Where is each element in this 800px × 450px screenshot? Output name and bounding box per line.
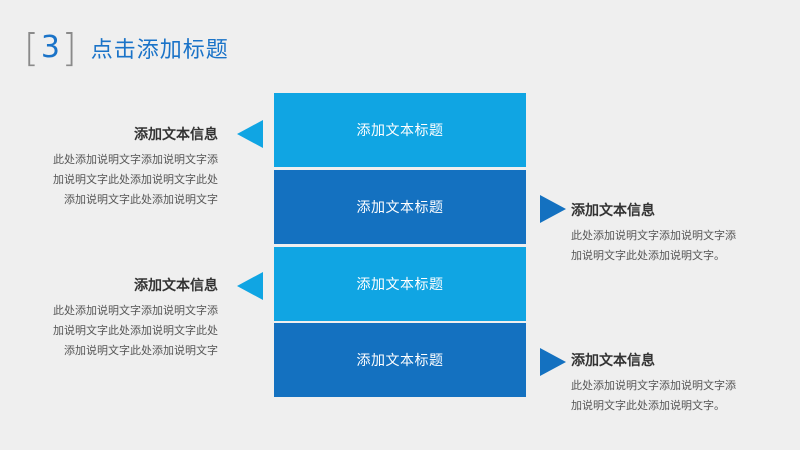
- info-text-line: 此处添加说明文字添加说明文字添: [53, 304, 218, 317]
- title-block-2[interactable]: 添加文本标题: [274, 170, 526, 244]
- left-triangle-icon: [237, 272, 263, 300]
- info-block-4[interactable]: 添加文本信息 此处添加说明文字添加说明文字添 加说明文字此处添加说明文字。: [571, 350, 771, 416]
- info-title: 添加文本信息: [134, 278, 218, 294]
- info-text-line: 此处添加说明文字添加说明文字添: [571, 379, 736, 392]
- right-triangle-icon: [540, 195, 566, 223]
- info-title: 添加文本信息: [134, 127, 218, 143]
- title-block-label: 添加文本标题: [356, 353, 444, 369]
- title-block-1[interactable]: 添加文本标题: [274, 93, 526, 167]
- info-block-1[interactable]: 添加文本信息 此处添加说明文字添加说明文字添 加说明文字此处添加说明文字此处 添…: [18, 124, 218, 210]
- title-block-label: 添加文本标题: [356, 277, 444, 293]
- slide-number: 3: [40, 30, 60, 65]
- title-block-label: 添加文本标题: [356, 123, 444, 139]
- slide-header: [ 3 ] 点击添加标题: [24, 28, 229, 68]
- bracket-open: [: [24, 26, 39, 70]
- info-text-line: 添加说明文字此处添加说明文字: [64, 344, 218, 357]
- info-title: 添加文本信息: [571, 203, 655, 219]
- title-block-4[interactable]: 添加文本标题: [274, 323, 526, 397]
- title-block-label: 添加文本标题: [356, 200, 444, 216]
- info-text-line: 加说明文字此处添加说明文字此处: [53, 324, 218, 337]
- right-triangle-icon: [540, 348, 566, 376]
- info-block-2[interactable]: 添加文本信息 此处添加说明文字添加说明文字添 加说明文字此处添加说明文字。: [571, 200, 771, 266]
- info-text-line: 加说明文字此处添加说明文字。: [571, 249, 725, 262]
- info-text-line: 此处添加说明文字添加说明文字添: [53, 153, 218, 166]
- info-text-line: 添加说明文字此处添加说明文字: [64, 193, 218, 206]
- title-block-3[interactable]: 添加文本标题: [274, 247, 526, 321]
- bracket-close: ]: [61, 26, 77, 70]
- info-block-3[interactable]: 添加文本信息 此处添加说明文字添加说明文字添 加说明文字此处添加说明文字此处 添…: [18, 275, 218, 361]
- info-text-line: 加说明文字此处添加说明文字。: [571, 399, 725, 412]
- left-triangle-icon: [237, 120, 263, 148]
- info-title: 添加文本信息: [571, 353, 655, 369]
- info-text-line: 此处添加说明文字添加说明文字添: [571, 229, 736, 242]
- info-text-line: 加说明文字此处添加说明文字此处: [53, 173, 218, 186]
- slide-title[interactable]: 点击添加标题: [90, 38, 229, 63]
